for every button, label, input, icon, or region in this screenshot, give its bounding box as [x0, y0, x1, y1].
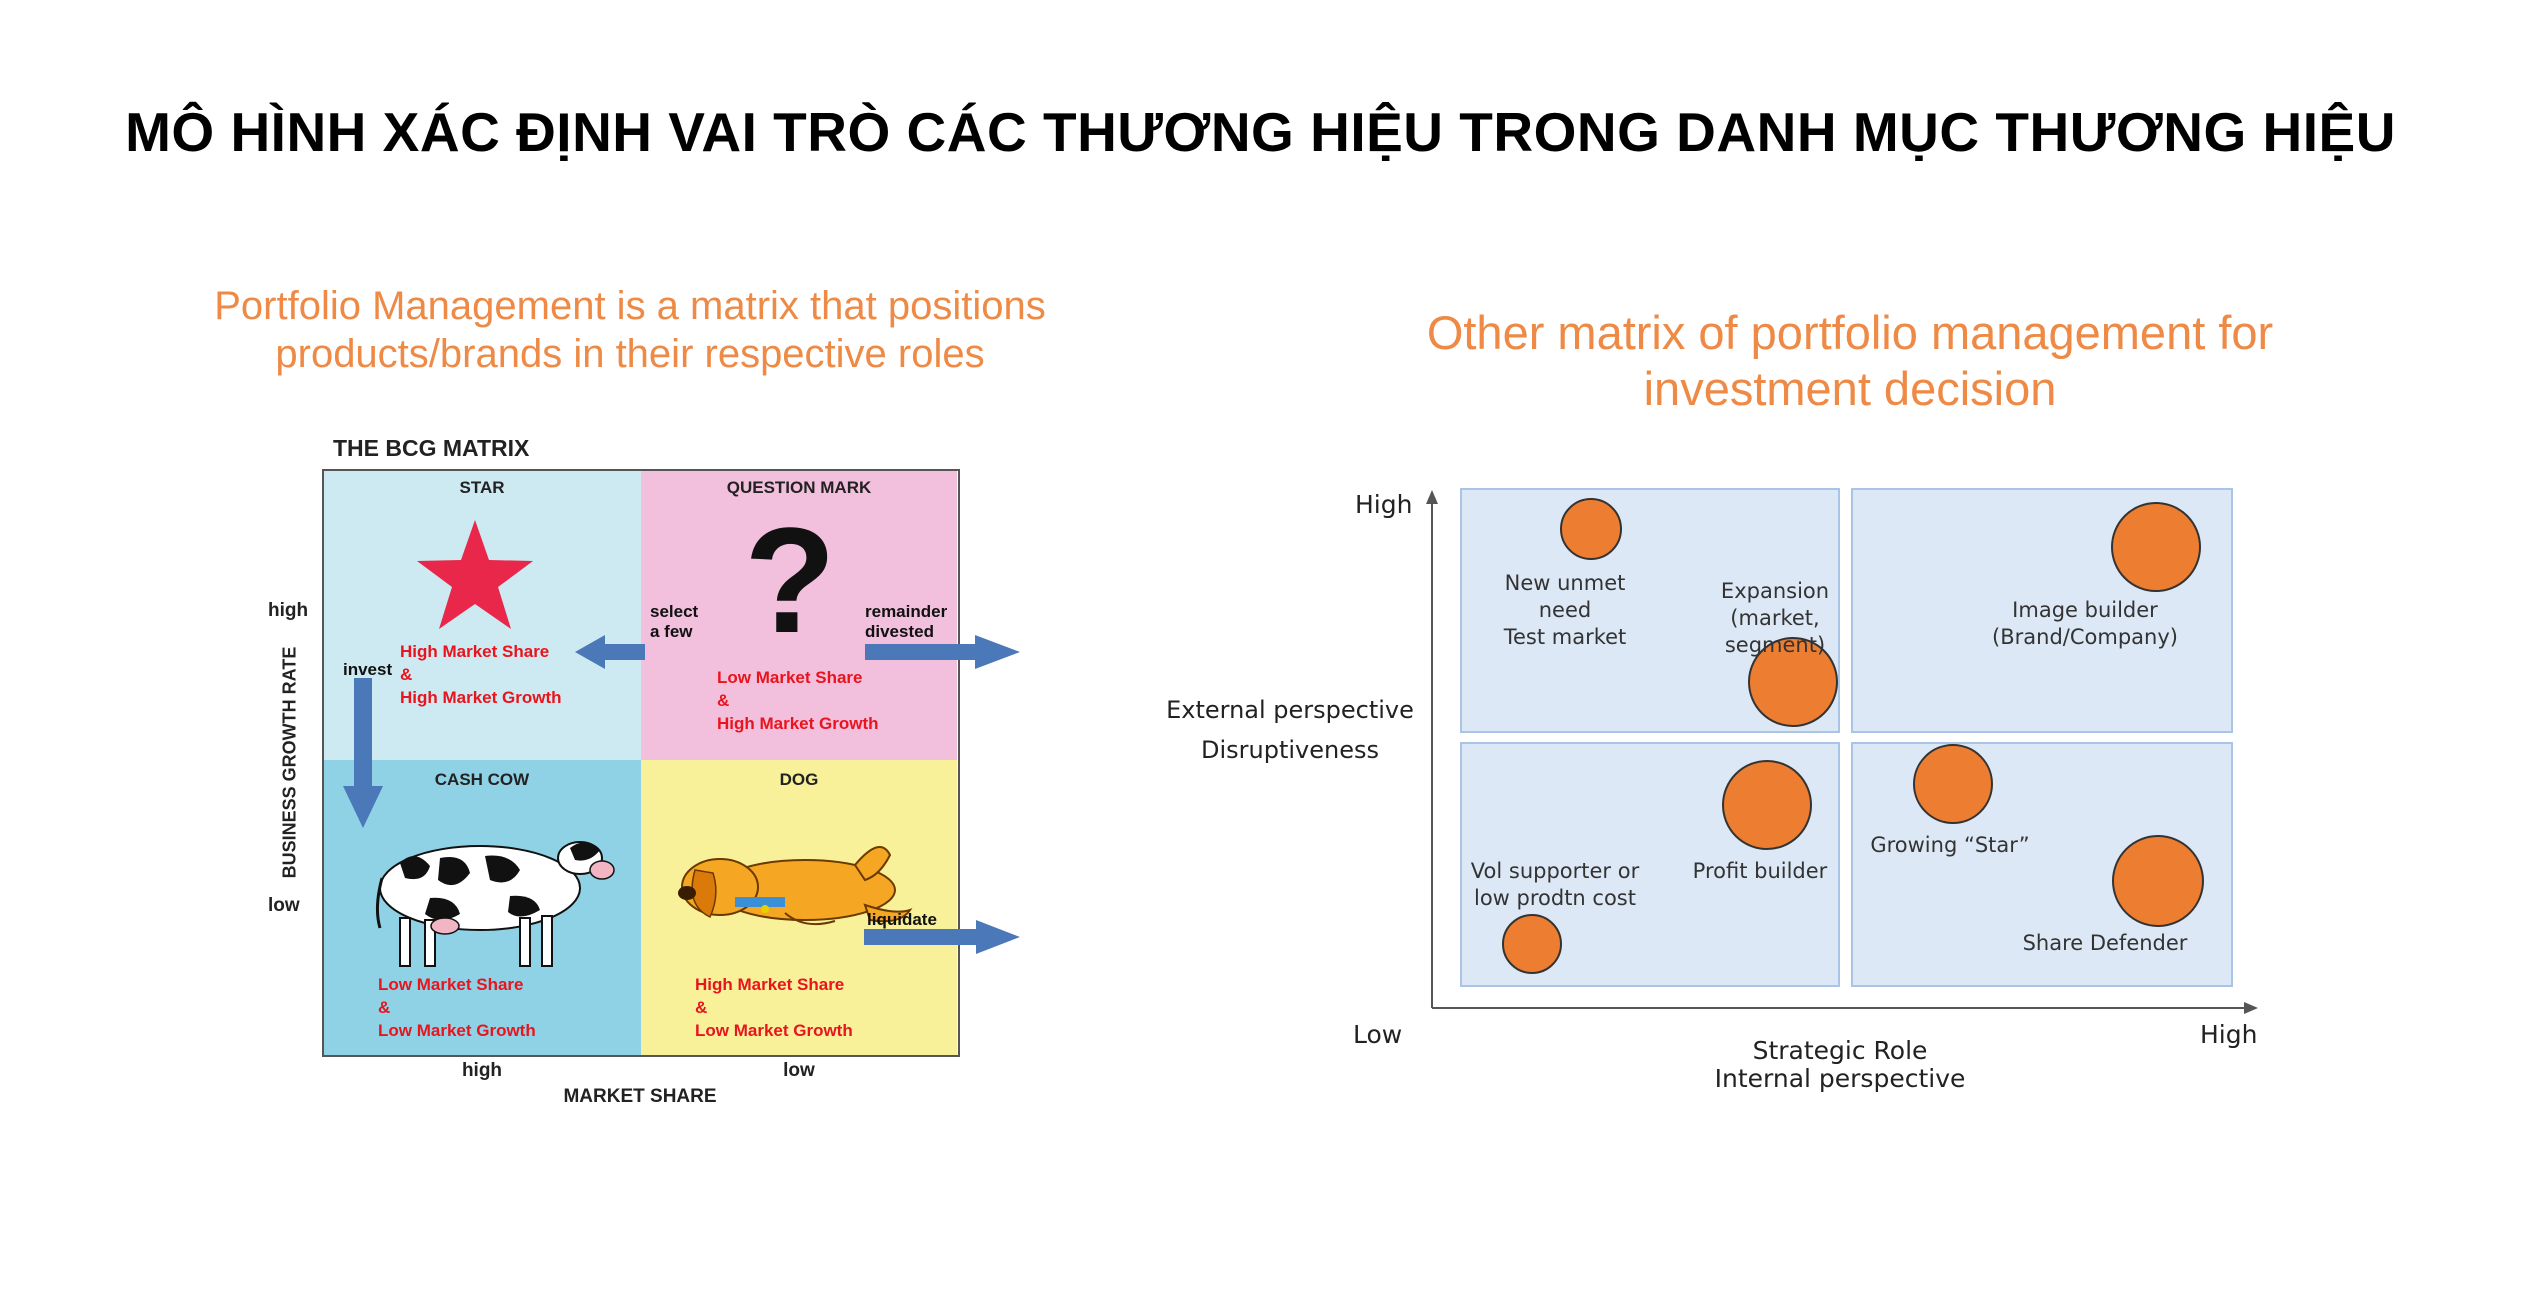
- investment-section-heading: Other matrix of portfolio management for…: [1340, 305, 2360, 417]
- bcg-y-axis-label: BUSINESS GROWTH RATE: [279, 646, 300, 879]
- bcg-matrix-title: THE BCG MATRIX: [333, 435, 530, 461]
- bubble-growing-star: [1913, 744, 1993, 824]
- bcg-heading-line-1: Portfolio Management is a matrix that po…: [214, 284, 1046, 328]
- dog-icon: [678, 846, 913, 926]
- quadrant-star: [323, 470, 641, 760]
- question-mark-label: QUESTION MARK: [726, 478, 872, 497]
- star-icon: [417, 520, 533, 629]
- select-a-few-arrow: [575, 635, 645, 669]
- bubble-image-builder: [2111, 502, 2201, 592]
- investment-x-high: High: [2200, 1020, 2258, 1049]
- page-title: MÔ HÌNH XÁC ĐỊNH VAI TRÒ CÁC THƯƠNG HIỆU…: [125, 101, 2396, 163]
- bubble-vol-supporter: [1502, 914, 1562, 974]
- liquidate-arrow: [864, 920, 1020, 954]
- cow-icon: [375, 841, 615, 967]
- investment-y-axis-label: External perspective Disruptiveness: [1166, 696, 1414, 764]
- bubble-share-defender: [2112, 835, 2204, 927]
- bubble-new-unmet-need: [1560, 498, 1622, 560]
- star-label: STAR: [459, 478, 505, 497]
- invest-arrow: [343, 678, 383, 828]
- label-vol-supporter: Vol supporter or low prodtn cost: [1470, 859, 1640, 910]
- label-growing-star: Growing “Star”: [1870, 833, 2030, 857]
- investment-heading-line-1: Other matrix of portfolio management for: [1426, 306, 2274, 359]
- remainder-divested-arrow: [865, 635, 1020, 669]
- quadrant-question-mark: [641, 470, 957, 760]
- liquidate-label: liquidate: [867, 910, 937, 929]
- bubble-profit-builder: [1722, 760, 1812, 850]
- select-a-few-label: select a few: [650, 602, 699, 641]
- bubble-expansion: [1748, 637, 1838, 727]
- investment-x-axis-label: Strategic Role Internal perspective: [1714, 1036, 1966, 1093]
- label-profit-builder: Profit builder: [1692, 859, 1828, 883]
- dog-description: High Market Share & Low Market Growth: [695, 975, 853, 1040]
- star-description: High Market Share & High Market Growth: [400, 642, 562, 707]
- remainder-divested-label: remainder divested: [865, 602, 948, 641]
- cash-cow-description: Low Market Share & Low Market Growth: [378, 975, 536, 1040]
- dog-label: DOG: [779, 770, 819, 789]
- label-expansion: Expansion (market, segment): [1720, 579, 1830, 657]
- label-share-defender: Share Defender: [2022, 931, 2188, 955]
- bcg-x-axis-label: MARKET SHARE: [563, 1086, 717, 1107]
- invest-label: invest: [343, 660, 393, 679]
- question-mark-description: Low Market Share & High Market Growth: [717, 668, 879, 733]
- bcg-y-high: high: [268, 600, 309, 621]
- cash-cow-label: CASH COW: [434, 770, 530, 789]
- bcg-matrix-border: [322, 469, 960, 1057]
- investment-axes: [1426, 490, 2258, 1014]
- bcg-x-high: high: [461, 1060, 503, 1081]
- investment-quadrant-top-right: [1851, 488, 2233, 733]
- investment-heading-line-2: investment decision: [1643, 362, 2057, 415]
- bcg-section-heading: Portfolio Management is a matrix that po…: [150, 282, 1110, 378]
- bcg-x-low: low: [783, 1060, 815, 1081]
- bcg-y-low: low: [268, 895, 300, 916]
- label-image-builder: Image builder (Brand/Company): [1992, 598, 2178, 649]
- investment-y-high: High: [1355, 490, 1413, 519]
- label-new-unmet-need: New unmet need Test market: [1503, 571, 1627, 649]
- bcg-heading-line-2: products/brands in their respective role…: [275, 332, 985, 376]
- investment-y-low: Low: [1353, 1020, 1403, 1049]
- question-mark-icon: ?: [744, 496, 836, 664]
